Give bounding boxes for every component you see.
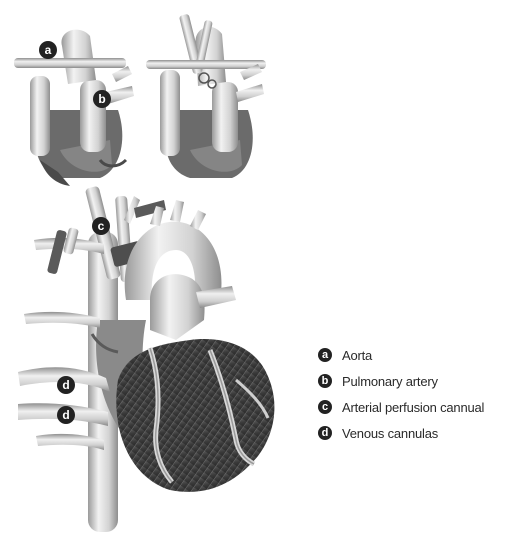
large-heart — [18, 186, 274, 532]
marker-a: a — [39, 41, 57, 59]
legend-item-aorta: a Aorta — [318, 344, 372, 366]
legend-item-venous-cannulas: d Venous cannulas — [318, 422, 438, 444]
marker-d-upper: d — [57, 376, 75, 394]
legend-item-pulmonary-artery: b Pulmonary artery — [318, 370, 438, 392]
small-heart-left — [14, 30, 134, 186]
marker-d-lower-label: d — [62, 408, 69, 422]
legend-label-pulmonary-artery: Pulmonary artery — [342, 374, 438, 389]
legend-label-venous-cannulas: Venous cannulas — [342, 426, 438, 441]
marker-d-lower: d — [57, 406, 75, 424]
marker-a-label: a — [45, 43, 52, 57]
marker-c-label: c — [98, 219, 105, 233]
legend-label-arterial-perfusion-cannual: Arterial perfusion cannual — [342, 400, 484, 415]
small-heart-right — [146, 14, 266, 178]
legend-badge-b: b — [318, 374, 332, 388]
marker-d-upper-label: d — [62, 378, 69, 392]
marker-b-label: b — [98, 92, 105, 106]
marker-b: b — [93, 90, 111, 108]
legend-badge-d: d — [318, 426, 332, 440]
ventricle-muscle — [116, 339, 274, 492]
legend-badge-a: a — [318, 348, 332, 362]
legend-badge-c: c — [318, 400, 332, 414]
legend-item-arterial-perfusion-cannual: c Arterial perfusion cannual — [318, 396, 484, 418]
marker-c: c — [92, 217, 110, 235]
legend-label-aorta: Aorta — [342, 348, 372, 363]
